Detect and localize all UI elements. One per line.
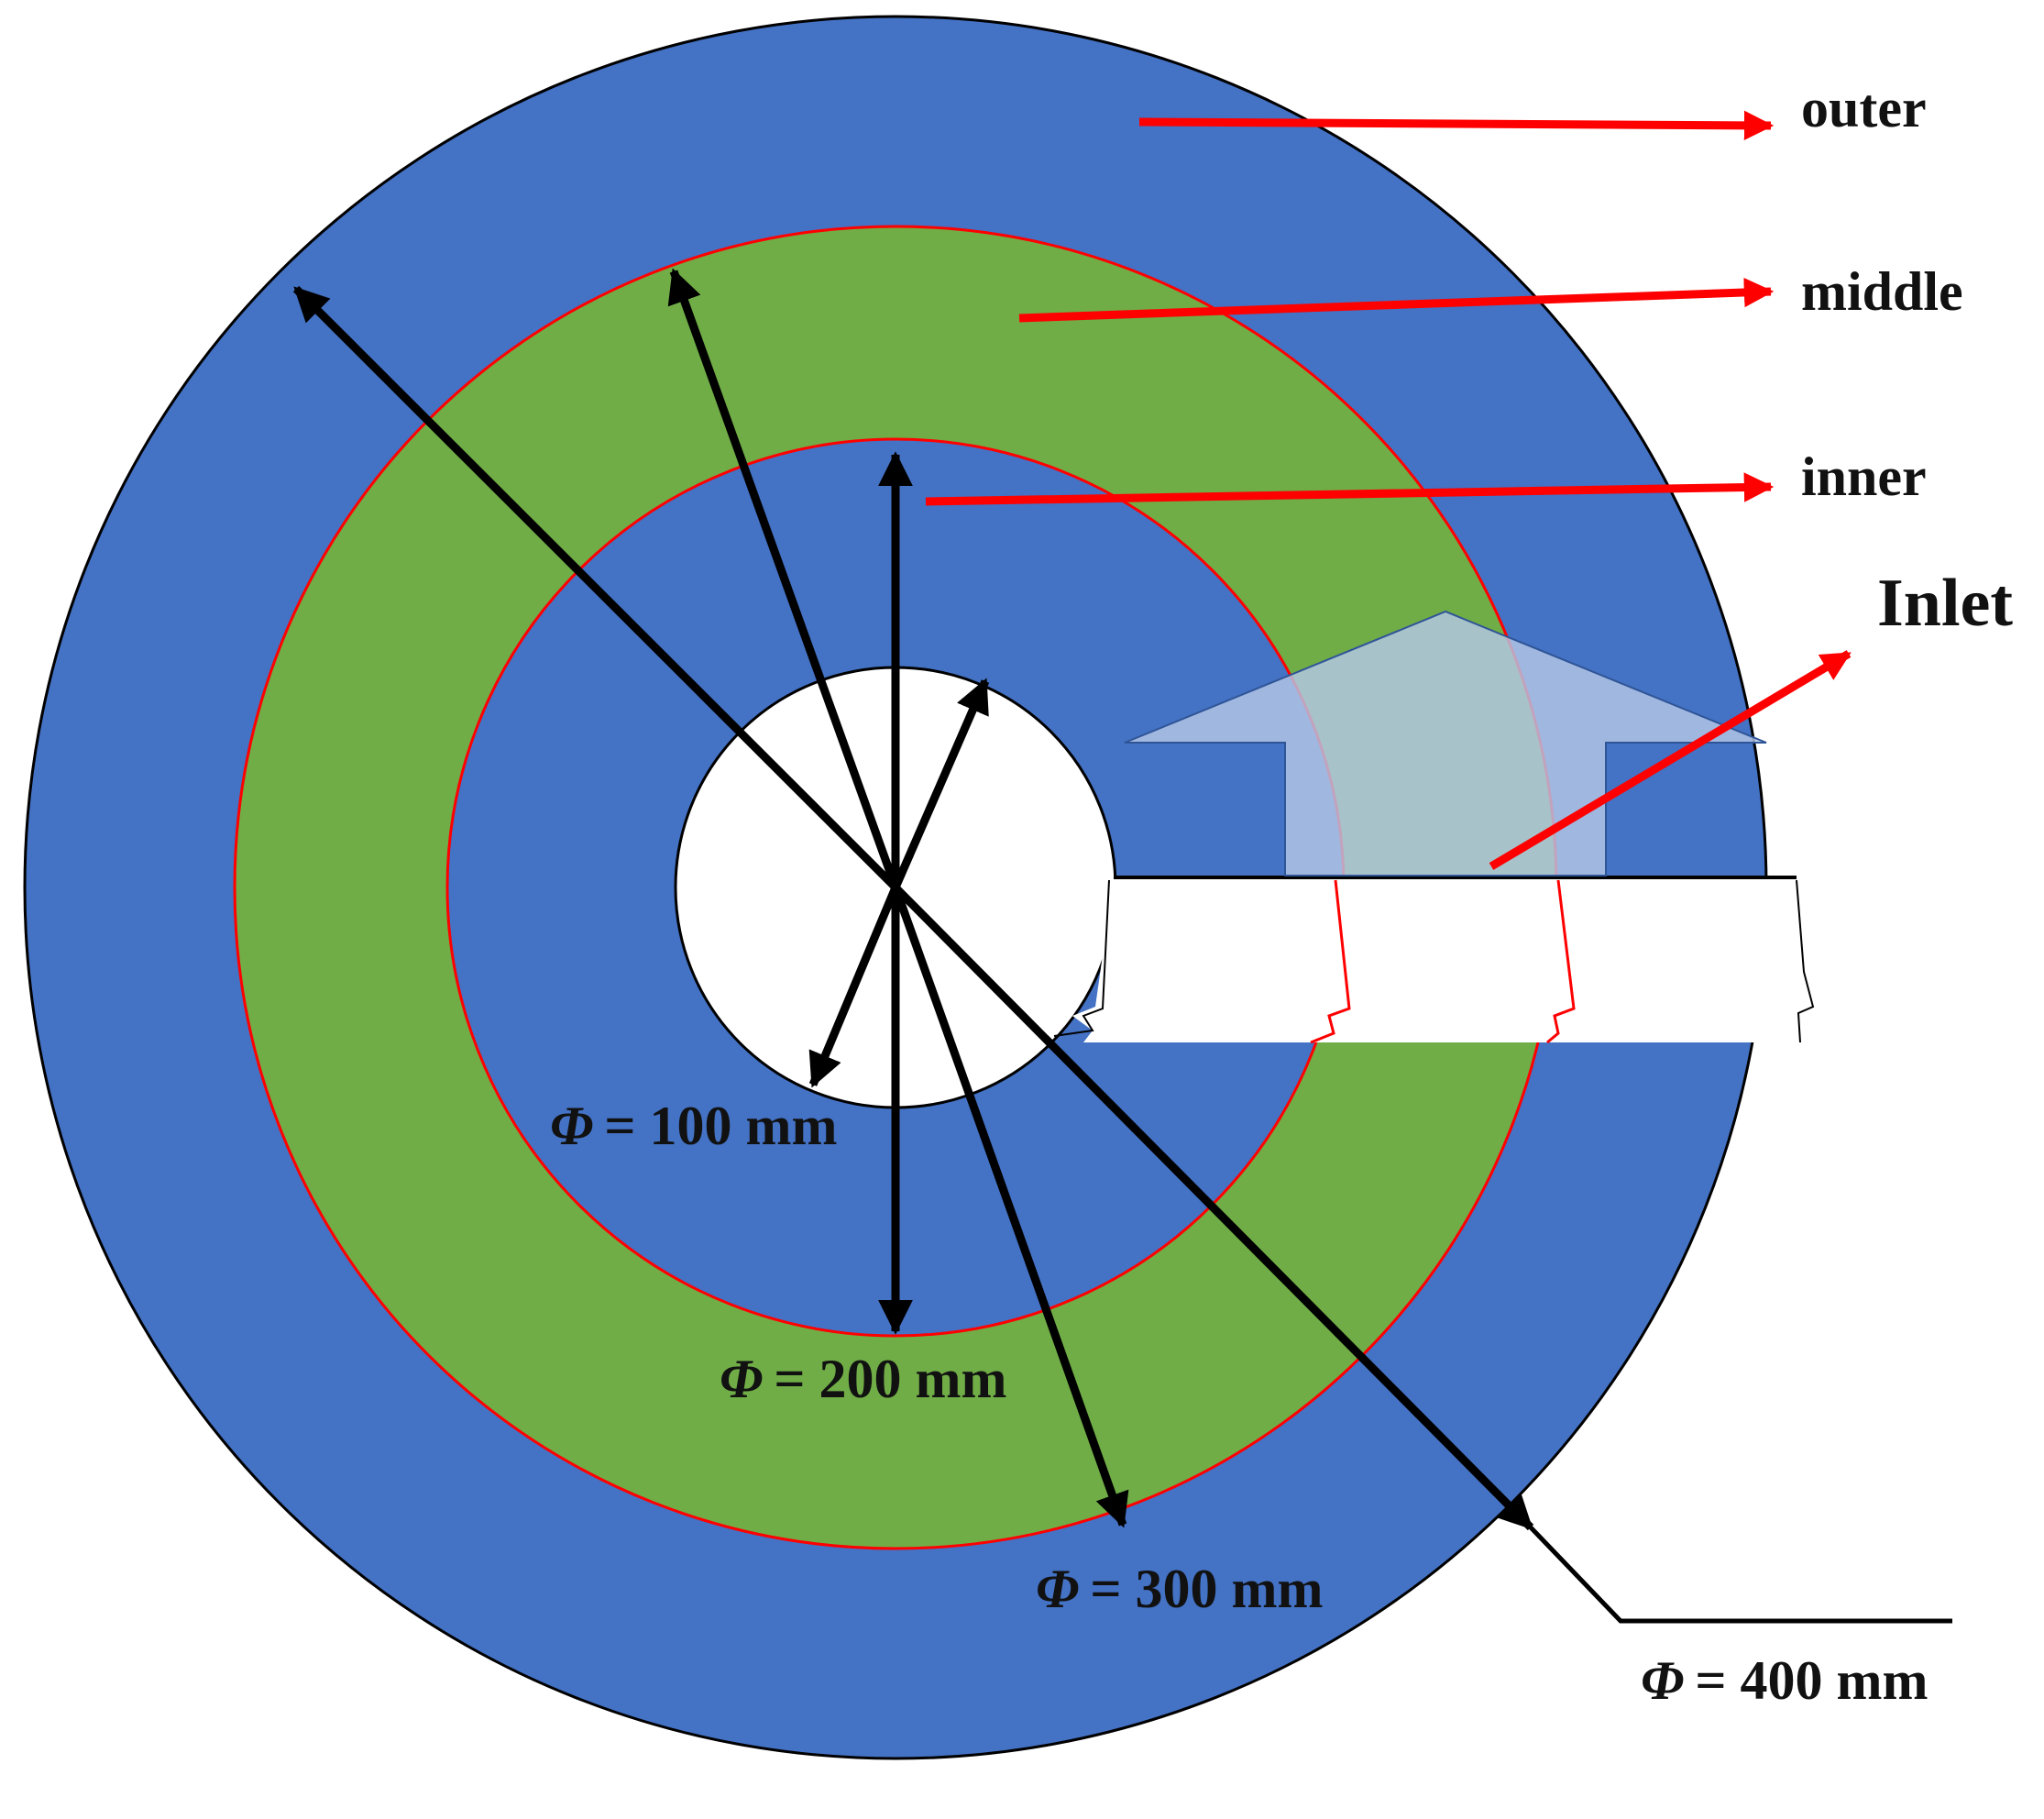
dim-value-200: = 200 mm [774, 1349, 1006, 1409]
dim-label-400: Φ= 400 mm [1641, 1650, 1929, 1711]
dim-400-leader-line [1529, 1526, 1952, 1624]
dim-arrow-300-b [891, 886, 1129, 1528]
dimension-arrows [292, 268, 1534, 1531]
phi-symbol: Φ [550, 1096, 593, 1156]
inlet-channel [1072, 877, 1815, 1042]
dim-arrow-400-b [892, 884, 1534, 1531]
inlet-channel-break-right [1796, 879, 1815, 1043]
middle-label: middle [1801, 261, 1963, 322]
inlet-flow-arrow [1124, 610, 1767, 876]
dim-value-300: = 300 mm [1090, 1559, 1323, 1619]
dim-label-200: Φ= 200 mm [720, 1349, 1007, 1409]
zone-pointers [925, 110, 1852, 870]
phi-symbol: Φ [720, 1349, 763, 1409]
phi-symbol: Φ [1036, 1559, 1079, 1619]
dim-label-100: Φ= 100 mm [550, 1096, 838, 1156]
dim-arrow-400-a [292, 285, 899, 891]
inlet-channel-break-left [1053, 879, 1110, 1037]
middle-pointer-arrow [1018, 277, 1775, 323]
dim-value-400: = 400 mm [1695, 1650, 1928, 1711]
dim-label-300: Φ= 300 mm [1036, 1559, 1324, 1619]
inner-pointer-arrow [925, 472, 1775, 506]
dim-value-100: = 100 mm [604, 1096, 837, 1156]
inlet-pointer-arrow [1489, 650, 1852, 870]
middle-boundary-break [1546, 879, 1576, 1044]
phi-symbol: Φ [1641, 1650, 1684, 1711]
inner-label: inner [1801, 446, 1927, 507]
dim-arrow-300-a [667, 268, 900, 889]
inlet-label: Inlet [1877, 566, 2013, 641]
outer-label: outer [1801, 78, 1927, 138]
inner-boundary-break [1310, 879, 1351, 1044]
outer-pointer-arrow [1138, 110, 1775, 141]
